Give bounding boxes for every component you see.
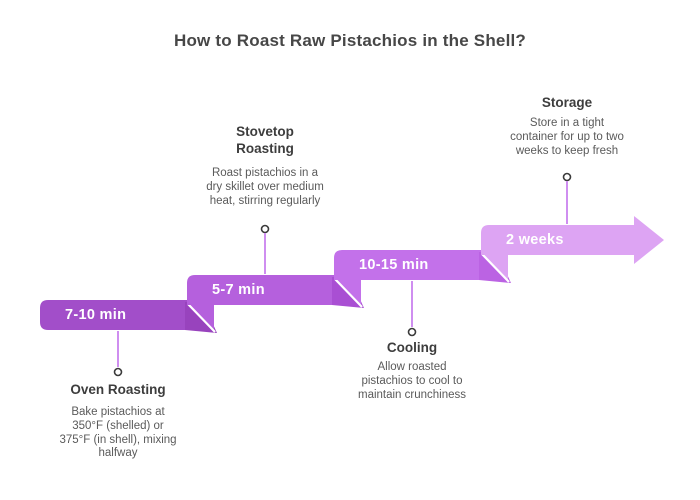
- step-2-heading: Stovetop Roasting: [236, 124, 294, 156]
- bar-3-duration-label: 10-15 min: [359, 257, 429, 273]
- step-2-description: Roast pistachios in a dry skillet over m…: [206, 167, 324, 207]
- step-4-description: Store in a tight container for up to two…: [510, 117, 624, 157]
- ribbon-fold-3-crease: [481, 253, 510, 283]
- connector-dot-2: [260, 224, 270, 234]
- step-1-heading: Oven Roasting: [70, 382, 166, 397]
- step-3-description: Allow roasted pistachios to cool to main…: [357, 361, 467, 401]
- ribbon-bar-2: [187, 275, 347, 305]
- bar-2-duration-label: 5-7 min: [212, 282, 265, 298]
- connector-dot-3: [407, 327, 417, 337]
- ribbon-fold-1-crease: [187, 303, 216, 333]
- connector-dot-1: [113, 367, 123, 377]
- ribbon-fold-2-crease: [334, 278, 363, 308]
- ribbon-bar-4-arrow: [481, 216, 664, 264]
- step-3-heading: Cooling: [386, 340, 438, 355]
- bar-1-duration-label: 7-10 min: [65, 307, 127, 323]
- step-4-heading: Storage: [541, 95, 593, 110]
- page-title: How to Roast Raw Pistachios in the Shell…: [173, 31, 527, 50]
- ribbon-bar-3: [334, 250, 494, 280]
- bar-4-duration-label: 2 weeks: [506, 232, 564, 248]
- connector-dot-4: [562, 172, 572, 182]
- step-1-description: Bake pistachios at 350°F (shelled) or 37…: [59, 406, 177, 460]
- ribbon-bar-1: [40, 300, 200, 330]
